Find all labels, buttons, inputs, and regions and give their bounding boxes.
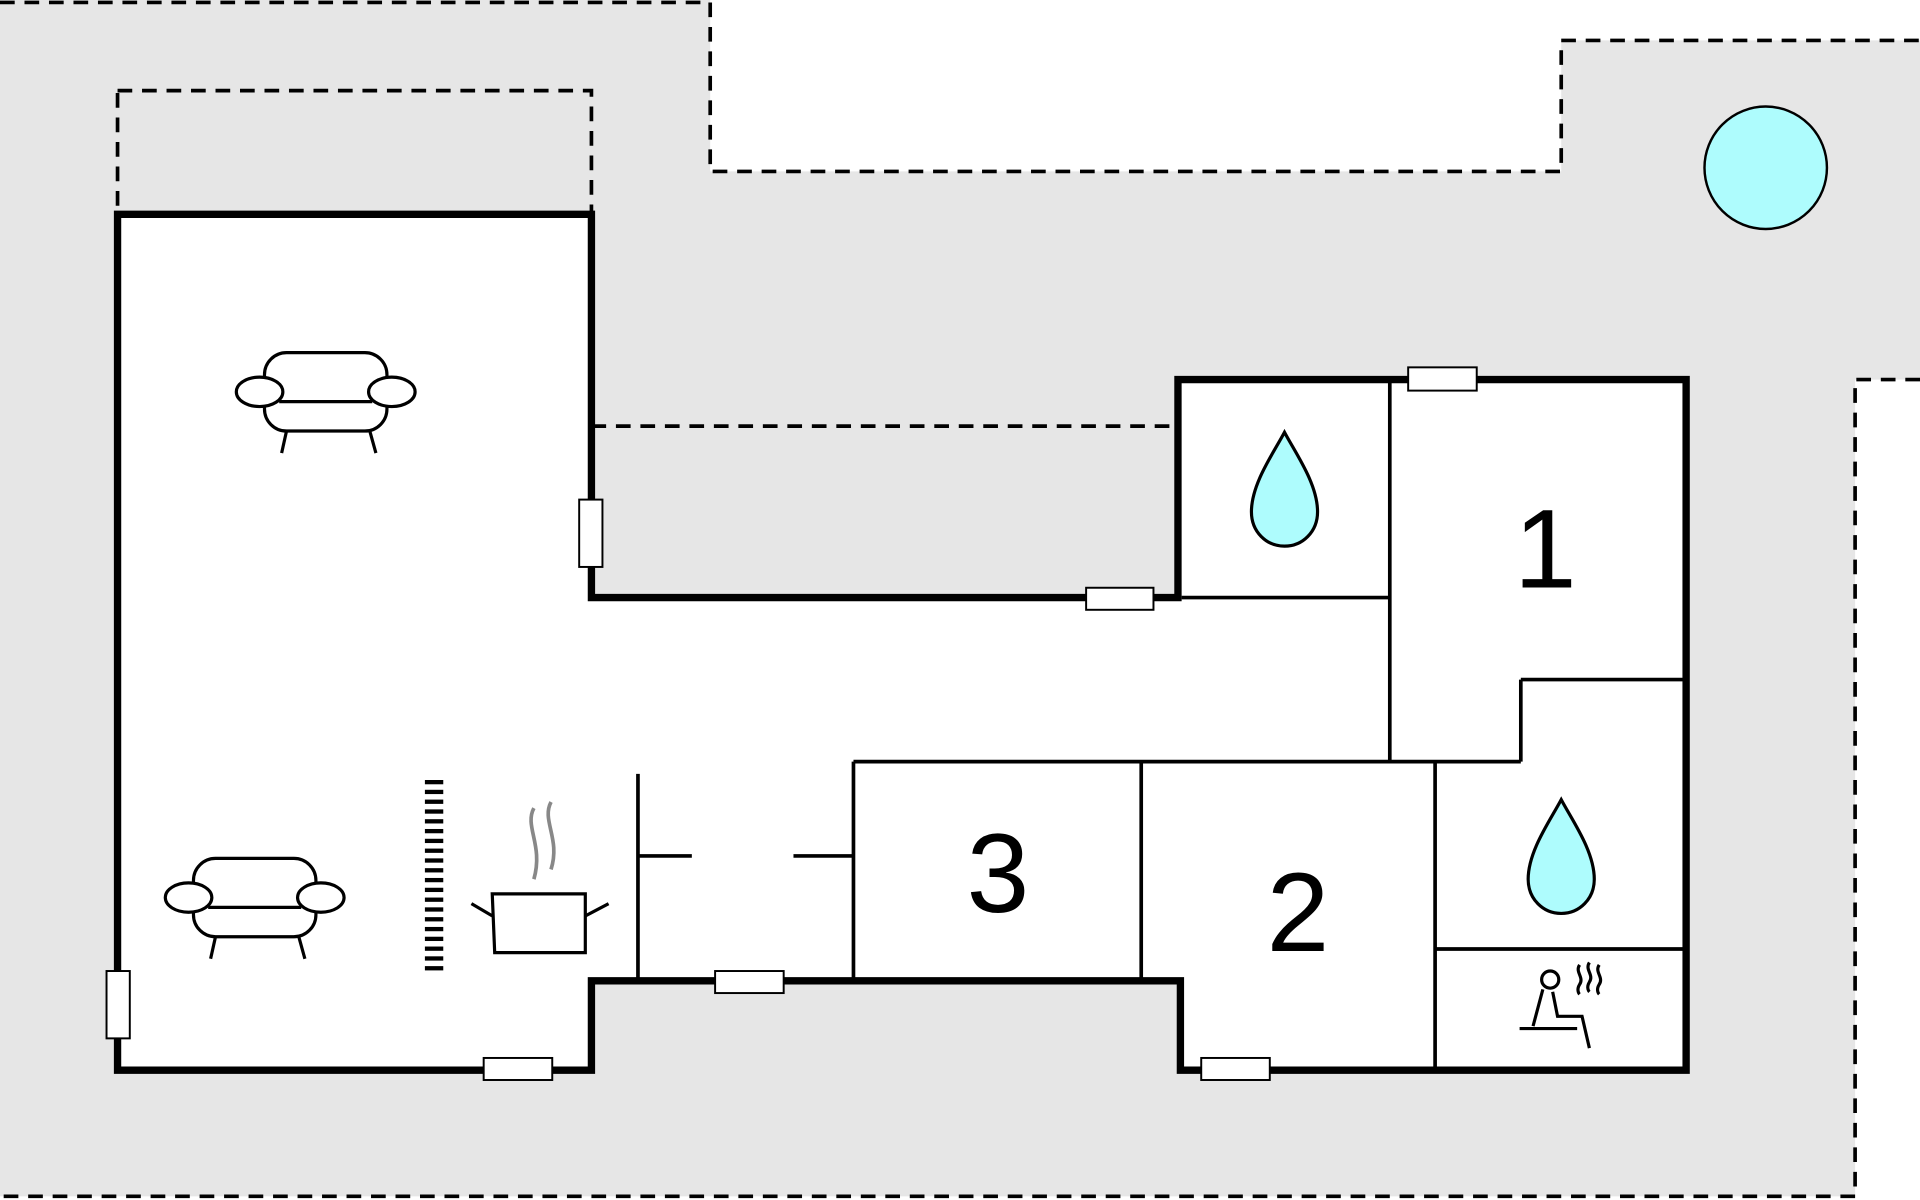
window (714, 970, 785, 995)
window (1200, 1056, 1271, 1081)
window (1085, 586, 1155, 611)
sofa-icon (163, 856, 346, 960)
water-drop-icon (1526, 796, 1596, 916)
window (578, 498, 604, 568)
window (105, 970, 131, 1040)
stair-tread (424, 917, 444, 922)
room-label-3: 3 (967, 810, 1030, 936)
stair-tread (424, 838, 444, 844)
stair-tread (424, 828, 444, 834)
windows (105, 366, 1478, 1081)
sofa-icon (234, 351, 417, 454)
sauna-icon (1519, 961, 1603, 1049)
stair-tread (424, 966, 444, 971)
stair-tread (424, 819, 444, 824)
stair-tread (424, 887, 444, 893)
stair-tread (424, 897, 444, 902)
room-label-2: 2 (1267, 849, 1330, 975)
stair-tread (424, 789, 444, 795)
window (482, 1056, 554, 1081)
stair-tread (424, 877, 444, 883)
stair-tread (424, 956, 444, 961)
room-label-1: 1 (1514, 486, 1577, 612)
interior-walls (636, 379, 1687, 1071)
stair-tread (424, 868, 444, 873)
stairs-icon (424, 780, 444, 971)
water-drop-icon (1249, 428, 1320, 548)
stair-tread (424, 907, 444, 912)
stair-tread (424, 780, 444, 785)
stair-tread (424, 926, 444, 932)
stair-tread (424, 858, 444, 863)
stair-tread (424, 848, 444, 853)
stair-tread (424, 946, 444, 951)
exterior-walls (113, 210, 1690, 1074)
stair-tread (424, 809, 444, 814)
cooking-pot-icon (470, 801, 610, 955)
pool-icon (1703, 105, 1829, 231)
window (1407, 366, 1478, 392)
stair-tread (424, 936, 444, 942)
stair-tread (424, 799, 444, 804)
